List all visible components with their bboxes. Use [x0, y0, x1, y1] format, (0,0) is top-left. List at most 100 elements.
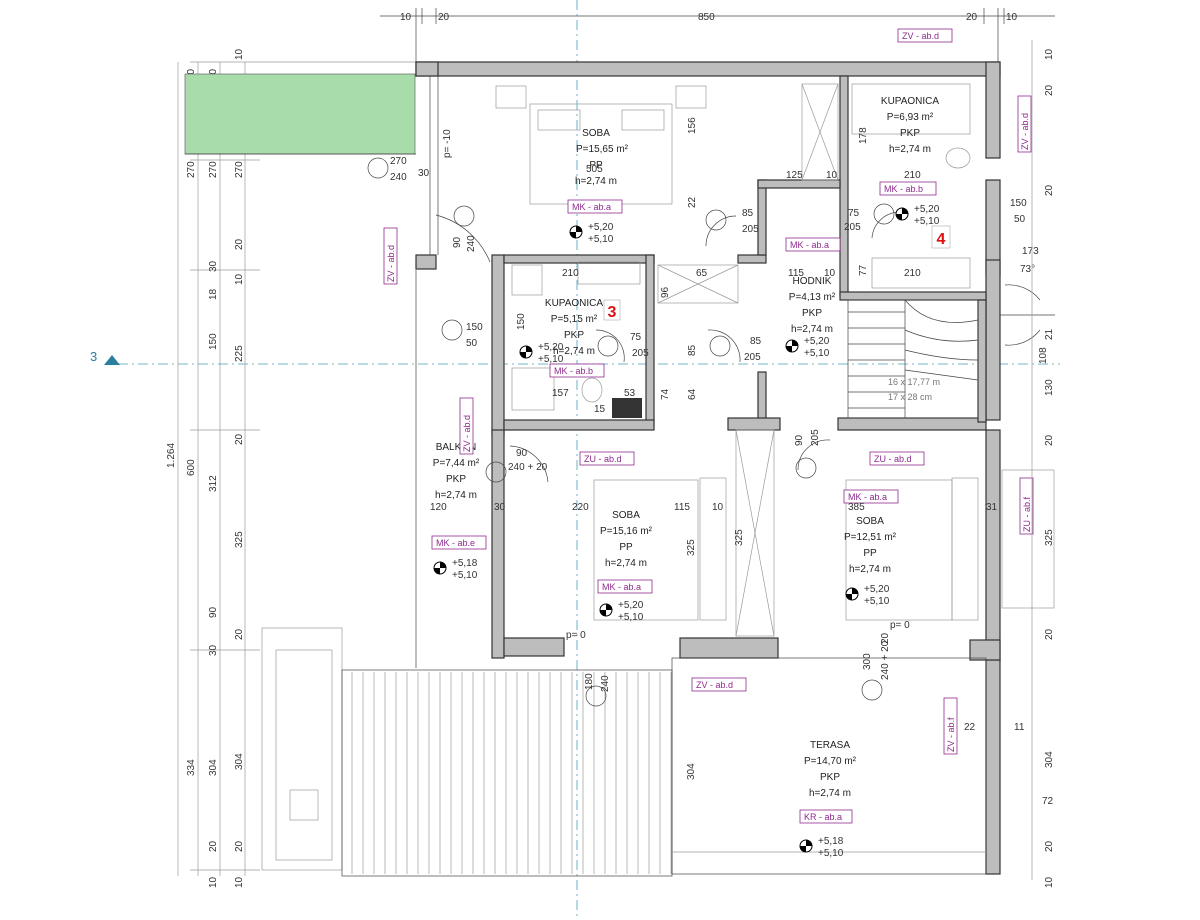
svg-text:115: 115	[674, 502, 690, 513]
svg-text:11: 11	[1014, 722, 1025, 733]
svg-text:20: 20	[234, 840, 245, 852]
tag-zu-2: ZU - ab.d	[869, 451, 925, 466]
svg-text:240 + 20: 240 + 20	[508, 462, 548, 473]
svg-text:20: 20	[234, 238, 245, 250]
svg-text:53: 53	[624, 388, 636, 399]
left-dimension-lines: 1.264 30 270 30 270 30 18 150 312 90 30 …	[166, 48, 416, 888]
svg-text:ZV - ab.d: ZV - ab.d	[462, 415, 472, 452]
svg-text:334: 334	[186, 759, 197, 776]
svg-text:P=15,16 m²: P=15,16 m²	[600, 526, 653, 537]
top-dim-2: 20	[438, 12, 450, 23]
svg-text:150: 150	[466, 322, 483, 333]
section-marker: 3	[90, 349, 120, 365]
svg-text:h=2,74 m: h=2,74 m	[575, 176, 617, 187]
svg-text:PKP: PKP	[900, 128, 920, 139]
svg-text:10: 10	[1044, 876, 1055, 888]
svg-text:TERASA: TERASA	[810, 740, 850, 751]
svg-text:10: 10	[208, 876, 219, 888]
tag-zu-1: ZU - ab.d	[579, 451, 635, 466]
svg-text:270: 270	[234, 161, 245, 178]
svg-text:90: 90	[208, 606, 219, 618]
svg-text:P=7,44 m²: P=7,44 m²	[433, 458, 480, 469]
room-label-terasa: TERASA P=14,70 m² PKP h=2,74 m	[804, 740, 857, 799]
level-marker: +5,20+5,10	[895, 204, 940, 227]
svg-text:BALKON: BALKON	[436, 442, 477, 453]
svg-text:304: 304	[208, 759, 219, 776]
svg-text:72: 72	[1042, 796, 1054, 807]
svg-text:270: 270	[208, 161, 219, 178]
svg-text:P=6,93 m²: P=6,93 m²	[887, 112, 934, 123]
svg-text:h=2,74 m: h=2,74 m	[553, 346, 595, 357]
level-marker: +5,20+5,10	[785, 336, 830, 359]
svg-text:220: 220	[572, 502, 589, 513]
tag-mk-kup-1: MK - ab.b	[879, 181, 937, 196]
svg-text:125: 125	[786, 170, 803, 181]
svg-text:10: 10	[234, 48, 245, 60]
svg-text:MK - ab.a: MK - ab.a	[572, 202, 611, 212]
svg-text:240: 240	[600, 675, 611, 692]
level-marker: +5,20+5,10	[569, 222, 614, 245]
stairs: 16 x 17,77 m 17 x 28 cm	[847, 299, 979, 419]
room-number-4: 4	[937, 231, 946, 248]
svg-text:SOBA: SOBA	[856, 516, 884, 527]
level-bottom: +5,10	[452, 570, 478, 581]
svg-text:20: 20	[1044, 84, 1055, 96]
svg-text:ZV - ab.f: ZV - ab.f	[946, 717, 956, 752]
right-dimension-lines: 10 20 20 130 108 21 20 20 20 10	[1031, 40, 1055, 888]
svg-text:MK - ab.a: MK - ab.a	[602, 582, 641, 592]
svg-text:205: 205	[744, 352, 761, 363]
svg-text:325: 325	[1044, 529, 1055, 546]
svg-text:MK - ab.e: MK - ab.e	[436, 538, 475, 548]
svg-text:PKP: PKP	[802, 308, 822, 319]
svg-text:ZU - ab.d: ZU - ab.d	[874, 454, 912, 464]
svg-text:150: 150	[208, 333, 219, 350]
svg-text:P=5,15 m²: P=5,15 m²	[551, 314, 598, 325]
level-top: +5,20	[618, 600, 644, 611]
top-dim-3: 850	[698, 12, 715, 23]
svg-text:20: 20	[1044, 840, 1055, 852]
svg-text:30: 30	[208, 260, 219, 272]
top-dim-5: 10	[1006, 12, 1018, 23]
room-label-soba-3: SOBA P=12,51 m² PP h=2,74 m	[844, 516, 897, 575]
svg-text:h=2,74 m: h=2,74 m	[435, 490, 477, 501]
left-total-dim: 1.264	[166, 443, 177, 468]
level-markers: +5,20+5,10+5,20+5,10+5,20+5,10+5,20+5,10…	[433, 204, 940, 859]
level-bottom: +5,10	[914, 216, 940, 227]
svg-text:10: 10	[234, 876, 245, 888]
svg-text:600: 600	[186, 459, 197, 476]
svg-text:20: 20	[1044, 434, 1055, 446]
svg-text:20: 20	[208, 840, 219, 852]
svg-text:64: 64	[687, 388, 698, 400]
room-label-soba-1: SOBA P=15,65 m² PP h=2,74 m	[575, 128, 629, 187]
svg-text:h=2,74 m: h=2,74 m	[849, 564, 891, 575]
svg-text:P=15,65 m²: P=15,65 m²	[576, 144, 629, 155]
svg-text:h=2,74 m: h=2,74 m	[605, 558, 647, 569]
svg-text:85: 85	[750, 336, 762, 347]
level-bottom: +5,10	[588, 234, 614, 245]
svg-text:210: 210	[904, 170, 921, 181]
svg-text:120: 120	[430, 502, 447, 513]
level-bottom: +5,10	[538, 354, 564, 365]
tag-zv-left-1: ZV - ab.d	[383, 227, 398, 285]
svg-text:240: 240	[390, 172, 407, 183]
level-top: +5,20	[538, 342, 564, 353]
tag-zv-balkon: ZV - ab.d	[459, 397, 474, 455]
furniture	[495, 83, 1055, 637]
svg-text:p= -10: p= -10	[442, 129, 453, 158]
level-top: +5,20	[864, 584, 890, 595]
svg-text:173: 173	[1022, 246, 1039, 257]
svg-text:22: 22	[964, 722, 976, 733]
svg-text:ZV - ab.d: ZV - ab.d	[386, 245, 396, 282]
svg-text:150: 150	[1010, 198, 1027, 209]
svg-text:P=14,70 m²: P=14,70 m²	[804, 756, 857, 767]
level-top: +5,20	[804, 336, 830, 347]
svg-text:31: 31	[986, 502, 998, 513]
svg-text:21: 21	[1044, 328, 1055, 340]
svg-text:MK - ab.b: MK - ab.b	[884, 184, 923, 194]
svg-text:210: 210	[562, 268, 579, 279]
svg-text:96: 96	[660, 286, 671, 298]
svg-text:210: 210	[904, 268, 921, 279]
svg-text:10: 10	[826, 170, 838, 181]
inner-dimensions: 505 156 125 10 210 178 85 205 22 75 205 …	[430, 117, 1055, 807]
